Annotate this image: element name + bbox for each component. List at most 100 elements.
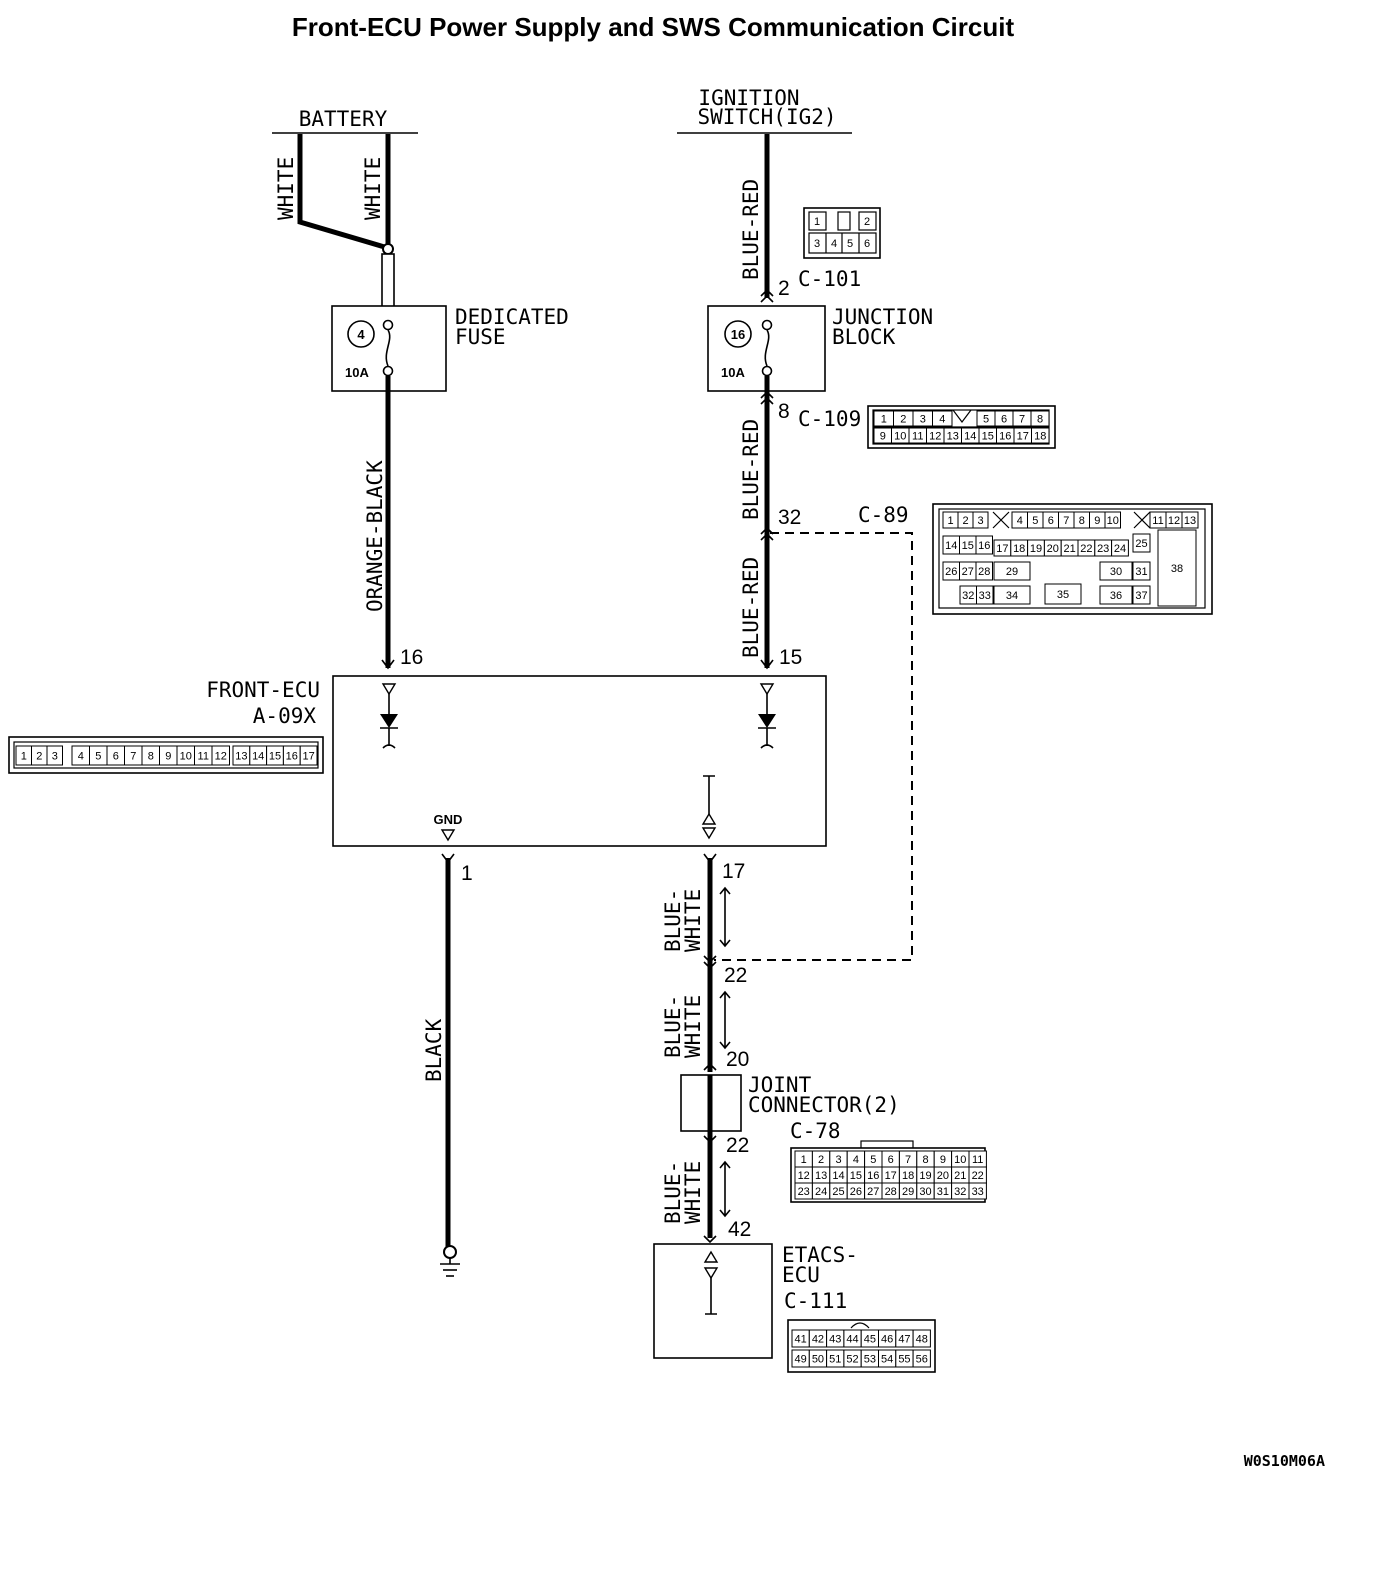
connector-pin-label: 27 [867,1186,879,1198]
c101-pin: 4 [831,238,837,250]
junction-number-badge [724,320,752,348]
c101-pin: 1 [814,216,820,228]
connector-pin-label: 28 [885,1186,897,1198]
a09x-label: A-09X [253,704,317,728]
connector-pin-label: 27 [962,566,974,578]
front-ecu-box [332,675,827,847]
junction-name-line1: JUNCTION [832,305,933,329]
connector-pin-label: 16 [999,431,1011,443]
pin-22b: 22 [726,1134,749,1157]
connector-pin-label: 16 [867,1170,879,1182]
front-ecu-diode-left [380,683,398,749]
white-wire-a [297,134,389,251]
c111-label: C-111 [784,1289,847,1313]
connector-pin-label: 1 [881,414,887,426]
pin-2: 2 [778,277,790,300]
fuse-rating: 10A [345,365,369,380]
connector-pin-label: 28 [978,566,990,578]
c101-pin: 6 [864,238,870,250]
blue-white-1a: BLUE- [661,889,685,952]
connector-pin-label: 19 [919,1170,931,1182]
joint-connector-line1: JOINT [748,1073,812,1097]
connector-pin-label: 22 [972,1170,984,1182]
connector-pin-label: 4 [939,414,945,426]
connector-pin-label: 12 [929,431,941,443]
pin-42: 42 [728,1218,751,1241]
connector-cavity [1132,533,1151,553]
connector-pin-label: 23 [798,1186,810,1198]
blue-red-mid-label: BLUE-RED [739,419,763,520]
connector-pin-label: 53 [864,1354,876,1366]
front-ecu-name: FRONT-ECU [206,678,320,702]
connector-pin-label: 20 [937,1170,949,1182]
white-wire-b-label: WHITE [361,157,385,220]
connector-pin-label: 13 [815,1170,827,1182]
connector-pin-label: 16 [978,540,990,552]
connector-pin-label: 16 [286,751,298,763]
fuse-name-line1: DEDICATED [455,305,569,329]
blue-red-top-label: BLUE-RED [739,179,763,280]
connector-pin-label: 54 [881,1354,893,1366]
connector-pin-label: 11 [912,431,923,443]
fuse-terminal-bottom [382,365,394,377]
connector-pin-label: 31 [937,1186,949,1198]
orange-black-label: ORANGE-BLACK [363,460,387,612]
blue-white-2a: BLUE- [661,995,685,1058]
connector-pin-label: 23 [1097,543,1109,555]
connector-pin-label: 42 [812,1334,824,1346]
junction-fuse-element [764,329,770,367]
front-ecu-diode-right [758,683,776,749]
pin-17-arrow [703,853,717,864]
connector-pin-label: 10 [180,751,192,763]
connector-pin-label: 48 [916,1334,928,1346]
connector-pin-label: 15 [962,540,974,552]
diagram-title: Front-ECU Power Supply and SWS Communica… [292,12,1015,42]
connector-pin-label: 15 [982,431,994,443]
connector-cavity [975,535,993,555]
connector-cavity [1104,511,1121,529]
pin-8: 8 [778,400,790,423]
pin-16-arrow [381,659,395,670]
connector-cavity [993,561,1031,581]
connector-pin-label: 19 [1030,543,1042,555]
etacs-comm-terminal-icon [703,1250,719,1315]
connector-cavity [1181,511,1199,529]
connector-pin-label: 6 [1048,515,1054,527]
connector-pin-label: 43 [829,1334,841,1346]
connector-pin-label: 29 [902,1186,914,1198]
gnd-label: GND [434,812,463,827]
connector-pin-label: 2 [962,515,968,527]
connector-pin-label: 7 [905,1154,911,1166]
ignition-label-line2: SWITCH(IG2) [697,105,836,129]
connector-pin-label: 30 [919,1186,931,1198]
connector-pin-label: 17 [996,543,1008,555]
connector-pin-label: 14 [252,751,264,763]
connector-pin-label: 9 [880,431,886,443]
battery-label: BATTERY [299,107,388,131]
pin-32: 32 [778,506,801,529]
connector-pin-label: 2 [900,414,906,426]
connector-pin-label: 45 [864,1334,876,1346]
connector-cavity [1132,585,1151,605]
connector-pin-label: 33 [979,590,991,602]
connector-cavity [1132,561,1151,581]
connector-cavity [1099,585,1133,605]
pin-1-arrow [441,853,455,864]
c109-label: C-109 [798,407,861,431]
connector-pin-label: 34 [1006,590,1018,602]
connector-pin-label: 29 [1006,566,1018,578]
connector-pin-label: 18 [902,1170,914,1182]
connector-pin-label: 12 [798,1170,810,1182]
connector-pin-label: 24 [1114,543,1126,555]
junction-fuse-terminal-top [761,319,773,331]
connector-cavity [972,511,989,529]
connector-pin-label: 7 [1063,515,1069,527]
connector-pin-label: 12 [215,751,227,763]
connector-pin-label: 2 [36,751,42,763]
joint-connector-line2: CONNECTOR(2) [748,1093,900,1117]
